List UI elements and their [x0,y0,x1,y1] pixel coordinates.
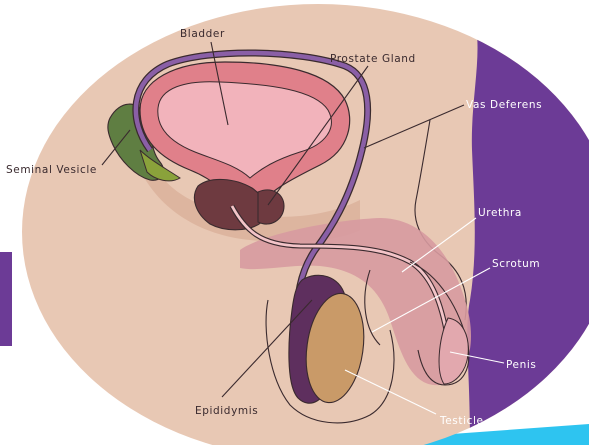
label-prostate-gland: Prostate Gland [330,53,416,65]
body-panel [467,0,589,445]
label-bladder: Bladder [180,28,225,40]
label-urethra: Urethra [478,207,522,219]
label-epididymis: Epididymis [195,405,258,417]
label-penis: Penis [506,359,536,371]
label-testicle: Testicle [439,415,484,427]
label-scrotum: Scrotum [492,258,540,270]
accent-left-bar [0,252,12,346]
label-vas-deferens: Vas Deferens [466,99,542,111]
label-seminal-vesicle: Seminal Vesicle [6,164,97,176]
